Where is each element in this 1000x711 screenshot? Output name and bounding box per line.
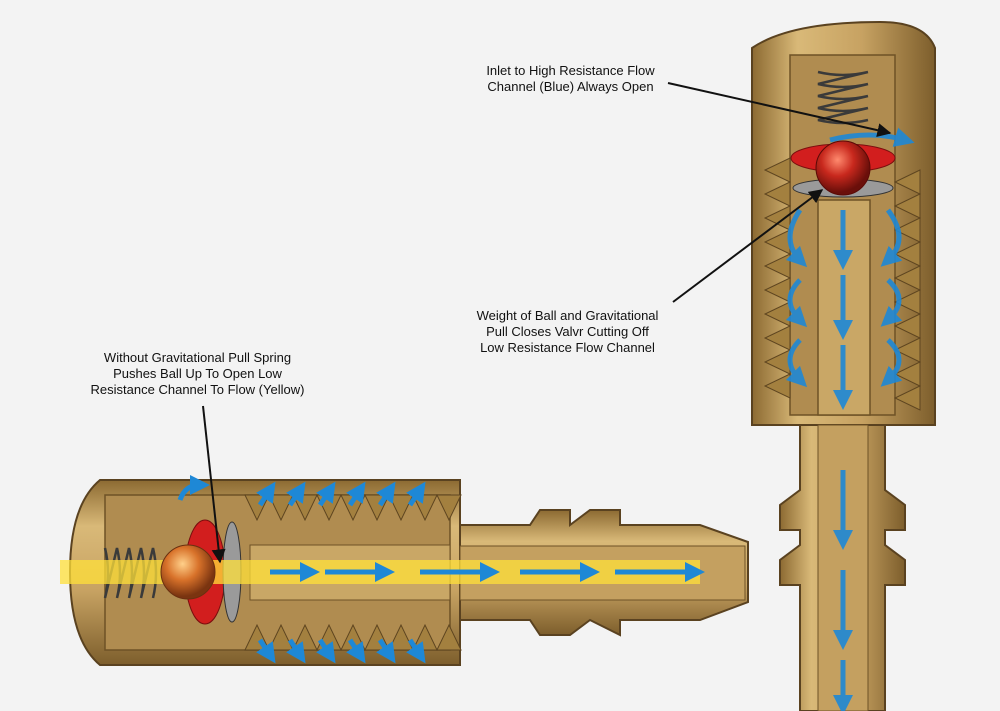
horizontal-valve <box>60 475 749 666</box>
vertical-ball <box>815 140 871 196</box>
label-line: Weight of Ball and Gravitational <box>476 308 659 323</box>
label-line: Resistance Channel To Flow (Yellow) <box>90 382 305 397</box>
label-line: Low Resistance Flow Channel <box>480 340 655 355</box>
label-without-gravitational: Without Gravitational Pull Spring Pushes… <box>65 350 330 398</box>
vertical-valve <box>751 20 936 711</box>
label-line: Inlet to High Resistance Flow <box>486 63 655 78</box>
label-weight-of-ball: Weight of Ball and Gravitational Pull Cl… <box>455 308 680 356</box>
vertical-spring <box>817 70 869 125</box>
label-line: Pushes Ball Up To Open Low <box>113 366 282 381</box>
horizontal-ball <box>160 544 216 600</box>
label-line: Pull Closes Valvr Cutting Off <box>486 324 649 339</box>
pointer-weight <box>672 189 824 303</box>
label-line: Without Gravitational Pull Spring <box>103 350 292 365</box>
pointer-lines <box>202 82 892 564</box>
label-inlet-high-resistance: Inlet to High Resistance Flow Channel (B… <box>468 63 673 95</box>
pointer-inlet <box>667 82 892 138</box>
vertical-blue-flow <box>785 127 915 711</box>
horizontal-blue-flow <box>177 475 705 664</box>
label-line: Channel (Blue) Always Open <box>487 79 654 94</box>
pointer-without <box>202 405 226 564</box>
